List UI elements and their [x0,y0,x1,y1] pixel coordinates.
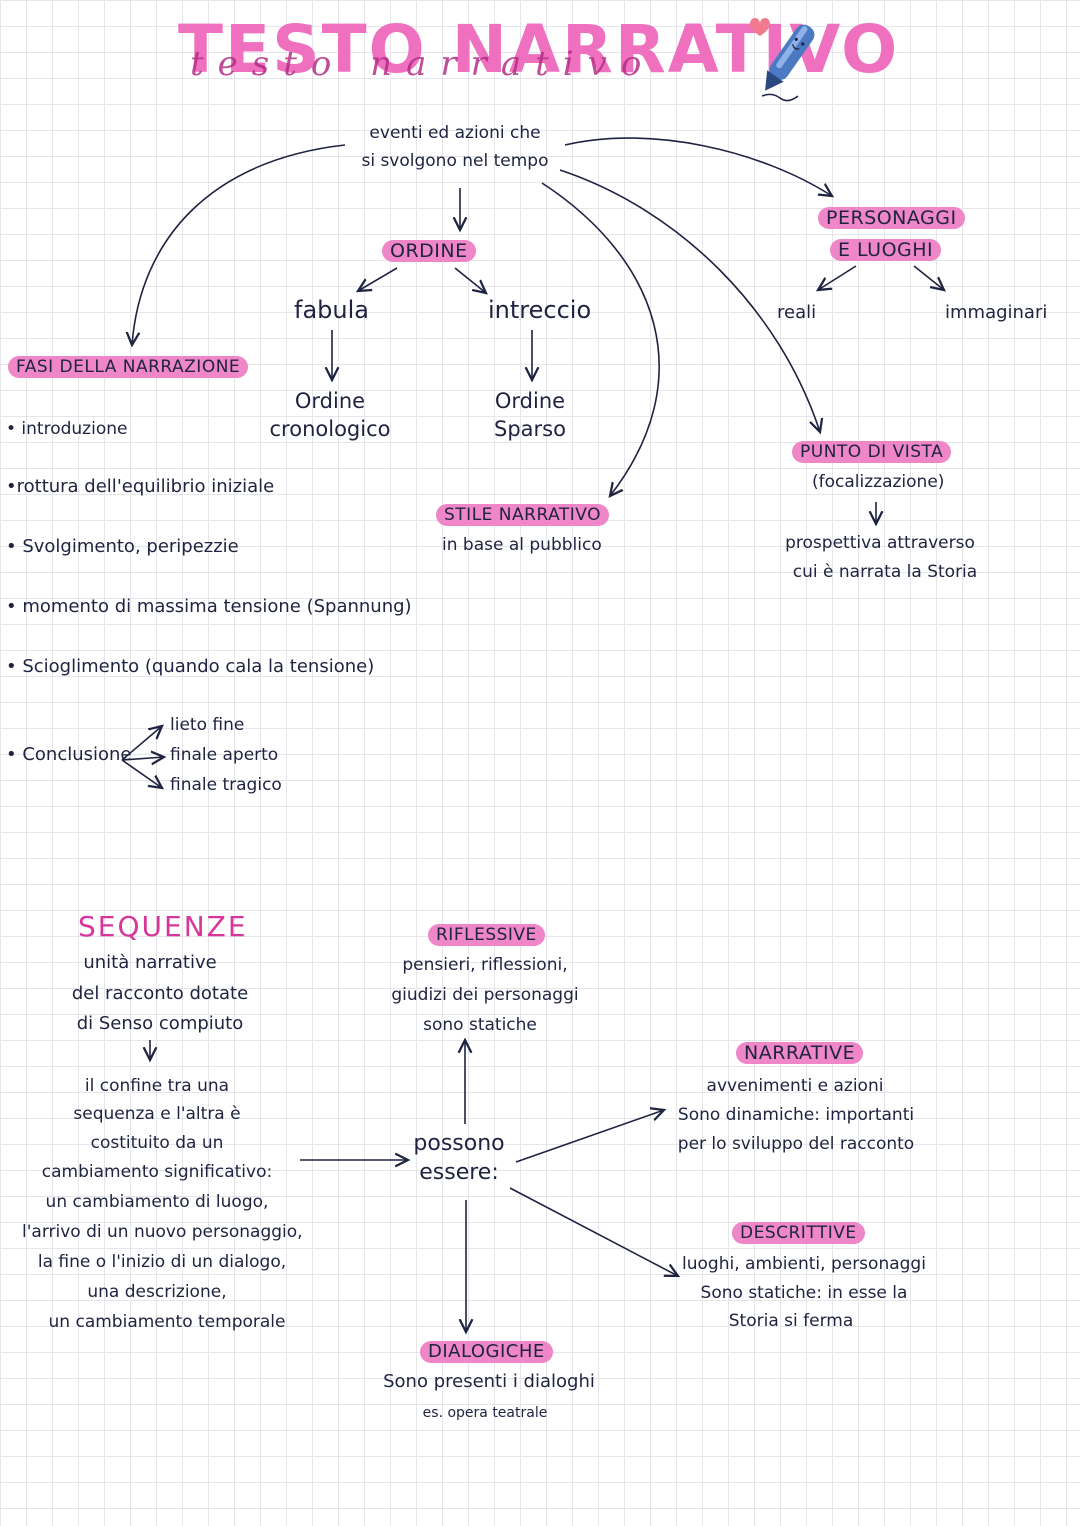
fase-scioglimento: • Scioglimento (quando cala la tensione) [6,656,375,677]
descrittive-desc-3: Storia si ferma [728,1311,854,1331]
confine-line-6: l'arrivo di un nuovo personaggio, [22,1222,303,1242]
confine-line-5: un cambiamento di luogo, [45,1192,269,1212]
fase-introduzione: • introduzione [6,419,128,439]
definition-line-2: si svolgono nel tempo [361,151,549,171]
descrittive-label: DESCRITTIVE [732,1222,865,1244]
arrow-to-narrative [515,1110,664,1163]
confine-line-9: un cambiamento temporale [48,1312,286,1332]
title-handwritten: testo narrativo [190,44,656,84]
narrative-label: NARRATIVE [736,1042,864,1064]
punto-di-vista-label: PUNTO DI VISTA [792,441,952,463]
immaginari-label: immaginari [945,302,1048,323]
confine-line-2: sequenza e l'altra è [73,1104,241,1124]
riflessive-desc-2: giudizi dei personaggi [391,985,579,1005]
sequenze-desc-3: di Senso compiuto [76,1013,244,1034]
narrative-desc-2: Sono dinamiche: importanti [677,1105,915,1125]
reali-label: reali [777,302,817,323]
fase-svolgimento: • Svolgimento, peripezzie [6,536,239,557]
fase-momento-tensione: • momento di massima tensione (Spannung) [6,596,412,617]
luoghi-label: E LUOGHI [830,239,942,261]
pen-icon [750,18,815,102]
arrow-to-descrittive [509,1187,678,1276]
dialogiche-desc: Sono presenti i dialoghi [383,1371,595,1392]
confine-line-7: la fine o l'inizio di un dialogo, [37,1252,287,1272]
possono-essere-1: possono [413,1131,505,1156]
confine-line-1: il confine tra una [84,1076,230,1096]
stile-desc: in base al pubblico [442,535,602,555]
riflessive-label: RIFLESSIVE [428,924,545,946]
arrow-to-punto-di-vista [559,169,820,432]
confine-line-8: una descrizione, [87,1282,227,1302]
punto-di-vista-desc-2: cui è narrata la Storia [792,562,978,582]
stile-label: STILE NARRATIVO [436,504,610,526]
sequenze-title: SEQUENZE [78,910,248,943]
riflessive-desc-3: sono statiche [423,1015,537,1035]
arrow-to-fasi [132,144,346,345]
fasi-label: FASI DELLA NARRAZIONE [8,356,249,378]
personaggi-label: PERSONAGGI [818,207,965,229]
confine-line-3: costituito da un [90,1133,224,1153]
fabula-desc-1: Ordine [294,389,366,413]
confine-line-4: cambiamento significativo: [41,1162,273,1182]
conclusione-lieto-fine: lieto fine [170,715,245,735]
fabula-label: fabula [294,296,369,324]
arrow-to-stile [541,182,660,496]
fase-rottura: •rottura dell'equilibrio iniziale [6,476,275,497]
dialogiche-example: es. opera teatrale [422,1405,548,1421]
arrow-to-personaggi [564,137,832,196]
narrative-desc-1: avvenimenti e azioni [706,1076,884,1096]
definition-line-1: eventi ed azioni che [369,123,541,143]
descrittive-desc-1: luoghi, ambienti, personaggi [682,1254,926,1274]
ordine-label: ORDINE [382,240,476,262]
punto-di-vista-desc-1: prospettiva attraverso [785,533,975,553]
intreccio-label: intreccio [488,296,592,324]
intreccio-desc-1: Ordine [494,389,566,413]
punto-di-vista-sub: (focalizzazione) [812,472,945,492]
fabula-desc-2: cronologico [269,417,391,441]
dialogiche-label: DIALOGICHE [420,1341,553,1363]
descrittive-desc-2: Sono statiche: in esse la [700,1283,908,1303]
narrative-desc-3: per lo sviluppo del racconto [677,1134,915,1154]
riflessive-desc-1: pensieri, riflessioni, [402,955,568,975]
fase-conclusione: • Conclusione [6,744,132,765]
conclusione-finale-aperto: finale aperto [170,745,279,765]
possono-essere-2: essere: [419,1160,499,1185]
conclusione-finale-tragico: finale tragico [170,775,282,795]
sequenze-desc-2: del racconto dotate [71,983,249,1004]
sequenze-desc-1: unità narrative [83,952,217,973]
intreccio-desc-2: Sparso [494,417,566,441]
